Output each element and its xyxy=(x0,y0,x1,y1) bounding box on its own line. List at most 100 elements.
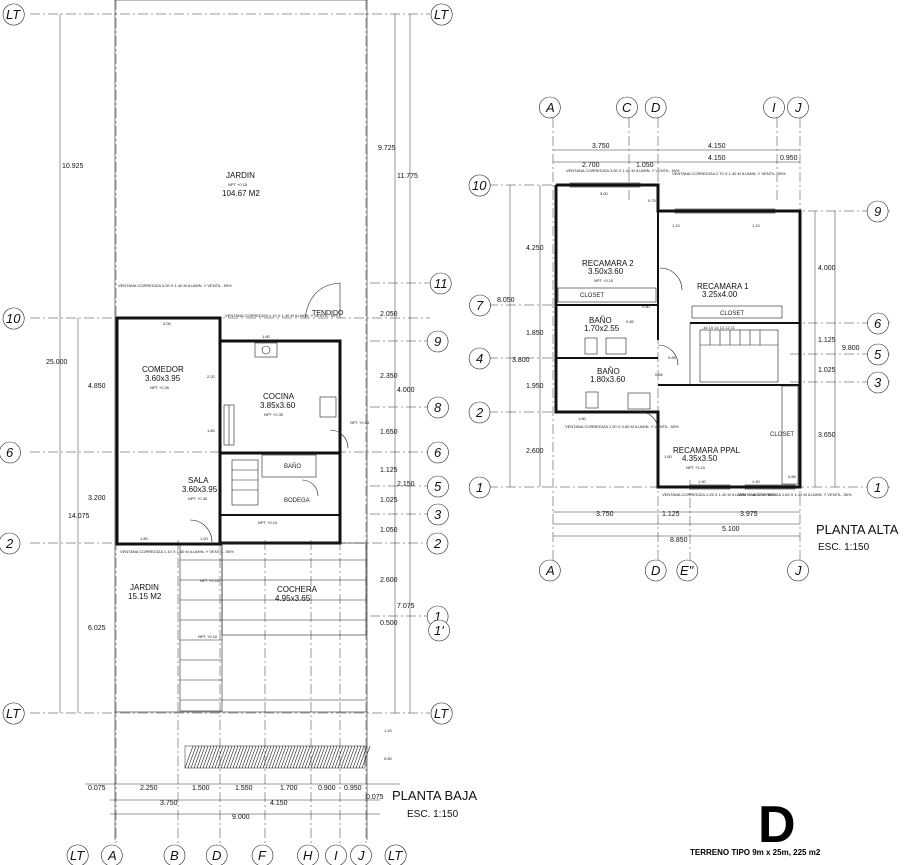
grid-bubble xyxy=(2,3,25,26)
room-size: 3.25x4.00 xyxy=(702,290,738,299)
rooms-baja: JARDIN NPT +0.15 104.67 M2 COMEDOR 3.60x… xyxy=(128,171,370,639)
plan-scale: ESC. 1:150 xyxy=(407,809,459,820)
dim-label: 0.075 xyxy=(88,785,106,792)
grid-bubble xyxy=(101,844,123,865)
room-name: BODEGA xyxy=(284,498,310,504)
dim-label: 3.800 xyxy=(512,357,530,364)
room-size: 3.85x3.60 xyxy=(260,401,296,410)
plan-scale: ESC. 1:150 xyxy=(818,542,870,553)
dim-label: 1.650 xyxy=(380,429,398,436)
grid-bubble xyxy=(427,503,449,526)
grid-label: 3 xyxy=(434,507,442,522)
room-size: 1.80x3.60 xyxy=(590,375,626,384)
dim-label: 1.025 xyxy=(380,497,398,504)
dim-label: 0.500 xyxy=(380,620,398,627)
window-note: VENTANA CORREDIZA 2.70 X 1.40 M ILUMIN. … xyxy=(672,171,786,176)
room-size: 4.95x3.65 xyxy=(275,594,311,603)
dim-label: 2.350 xyxy=(380,373,398,380)
grid-label: 6 xyxy=(874,316,882,331)
grid-bubble xyxy=(469,294,491,317)
grid-bubble xyxy=(0,441,21,464)
rooms-alta: RECAMARA 2 3.50x3.60 NPT +3.10 RECAMARA … xyxy=(580,259,794,470)
dim-label: 1.90 xyxy=(698,479,707,484)
grid-bubble xyxy=(616,96,638,119)
room-name: COCINA xyxy=(263,392,295,401)
grid-bubble xyxy=(429,272,452,295)
grid-bubble xyxy=(426,532,449,555)
sheet-caption: TERRENO TIPO 9m x 25m, 225 m2 xyxy=(690,848,821,857)
grid-label: 5 xyxy=(434,479,442,494)
dim-label: 4.150 xyxy=(708,155,726,162)
room-detail: NPT +3.10 xyxy=(686,465,706,470)
dim-label: 1.125 xyxy=(662,511,680,518)
room-name: RECAMARA PPAL xyxy=(673,446,741,455)
dims-baja: 10.925 4.850 3.200 6.025 25.000 14.075 9… xyxy=(46,145,477,821)
room-size: 15.15 M2 xyxy=(128,592,162,601)
grid-label: 8 xyxy=(434,400,442,415)
dim-label: 3.750 xyxy=(592,143,610,150)
grid-label: LT xyxy=(434,706,449,721)
closet-rec1 xyxy=(691,305,783,319)
dim-label: 0.950 xyxy=(780,155,798,162)
room-size: 104.67 M2 xyxy=(222,189,260,198)
dim-label: 1.10 xyxy=(672,223,681,228)
dim-label: 9.000 xyxy=(232,814,250,821)
dim-label: 2.150 xyxy=(397,481,415,488)
dim-label: 0.80 xyxy=(384,756,393,761)
closet-label: CLOSET xyxy=(720,311,744,317)
dim-label: 4.150 xyxy=(708,143,726,150)
dim-label: 0.900 xyxy=(318,785,336,792)
grid-label: I xyxy=(772,100,776,115)
upper-walls xyxy=(554,183,802,489)
dim-label: 4.850 xyxy=(88,383,106,390)
grid-label: 2 xyxy=(475,405,484,420)
grid-label: H xyxy=(303,848,313,863)
closet-ppal xyxy=(781,385,799,485)
dim-label: 0.85 xyxy=(626,319,635,324)
grid-bubble xyxy=(427,441,449,464)
front-steps xyxy=(184,745,371,769)
dim-label: 25.000 xyxy=(46,359,68,366)
dim-label: 1.950 xyxy=(526,383,544,390)
dim-label: 1.60 xyxy=(664,454,673,459)
grid-label: D xyxy=(651,100,660,115)
grid-label: 6 xyxy=(434,445,442,460)
grid-bubble xyxy=(468,401,491,424)
grid-bubble xyxy=(787,96,809,119)
dim-label: 0.85 xyxy=(788,474,797,479)
grid-label: 4 xyxy=(476,351,483,366)
window-note: VENTANA CORREDIZA 1.10 X 1.40 M ILUMIN. … xyxy=(120,549,234,554)
grid-bubble xyxy=(430,702,453,725)
grid-label: 1 xyxy=(476,480,483,495)
dim-label: 1.20 xyxy=(200,536,209,541)
dim-label: 1.500 xyxy=(192,785,210,792)
window-note: VENTANA CORREDIZA 1.60 X 1.40 M ILUMIN. … xyxy=(738,492,852,497)
grid-bubble xyxy=(644,96,667,119)
npt-label: NPT +0.15 xyxy=(350,420,370,425)
grid-bubble xyxy=(2,307,25,330)
grid-bubble xyxy=(2,702,25,725)
dim-label: 1.20 xyxy=(384,728,393,733)
room-name: COMEDOR xyxy=(142,365,184,374)
grid-label: F xyxy=(258,848,267,863)
grid-bubble xyxy=(427,396,449,419)
dim-label: 1.550 xyxy=(235,785,253,792)
room-name: SALA xyxy=(188,476,209,485)
room-name: BAÑO xyxy=(589,316,612,325)
dim-label: 9.800 xyxy=(842,345,860,352)
dim-label: 5.100 xyxy=(722,526,740,533)
closet-rec2 xyxy=(557,287,657,303)
planta-alta-plan xyxy=(470,100,890,575)
grid-bubble xyxy=(867,343,889,366)
grid-label: 10 xyxy=(6,311,21,326)
room-detail: NPT +0.30 xyxy=(150,385,170,390)
grid-label: LT xyxy=(6,7,21,22)
dim-label: 2.700 xyxy=(582,162,600,169)
grid-label: A xyxy=(545,563,555,578)
npt-label: NPT +0.15 xyxy=(200,578,220,583)
dim-label: 0.65 xyxy=(655,372,664,377)
window-note: VENTANA CORREDIZA 1.10 X 1.40 M ILUMIN. … xyxy=(225,313,339,318)
dim-label: 3.750 xyxy=(160,800,178,807)
room-name: TENDIDO xyxy=(312,310,344,317)
